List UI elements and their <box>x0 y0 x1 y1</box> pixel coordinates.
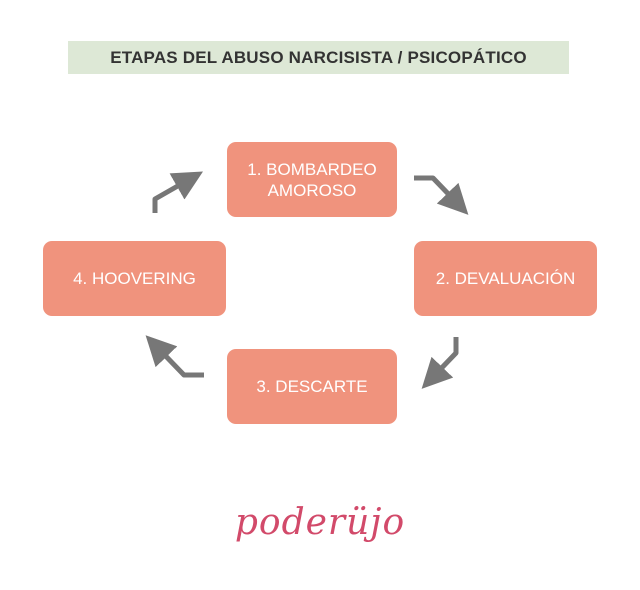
cycle-arrow-icon <box>152 171 204 213</box>
logo-text: poderüjo <box>234 501 406 543</box>
stage-2-label: 2. DEVALUACIÓN <box>435 269 576 288</box>
cycle-arrow-icon <box>414 175 469 215</box>
stage-1-line2: AMOROSO <box>267 180 357 200</box>
cycle-arrow-icon <box>145 335 204 378</box>
poderyo-logo: poderüjo <box>225 492 415 552</box>
cycle-arrow-icon <box>421 337 459 389</box>
diagram-title: ETAPAS DEL ABUSO NARCISISTA / PSICOPÁTIC… <box>68 41 569 74</box>
stage-1-bombardeo-amoroso: 1. BOMBARDEO AMOROSO <box>227 142 397 217</box>
stage-4-label: 4. HOOVERING <box>73 269 196 288</box>
stage-4-hoovering: 4. HOOVERING <box>43 241 226 316</box>
stage-3-descarte: 3. DESCARTE <box>227 349 397 424</box>
stage-1-line1: 1. BOMBARDEO <box>247 159 377 179</box>
stage-3-label: 3. DESCARTE <box>256 377 368 396</box>
stage-2-devaluacion: 2. DEVALUACIÓN <box>414 241 597 316</box>
